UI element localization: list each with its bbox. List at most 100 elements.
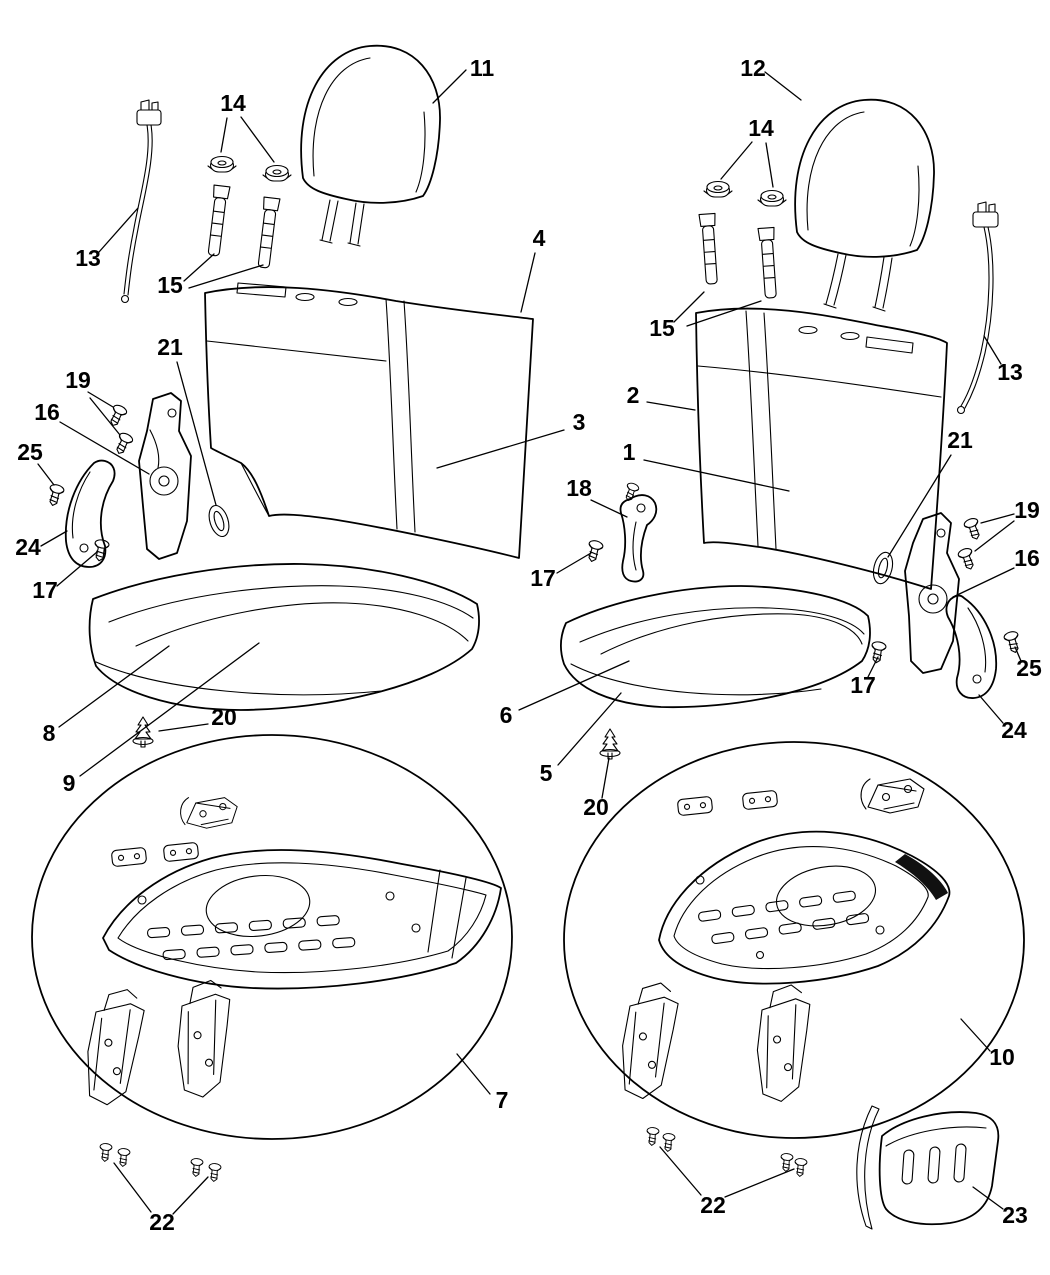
leader-line-22 [724, 1168, 795, 1198]
callout-21-6: 21 [157, 334, 183, 360]
callout-20-33: 20 [583, 794, 609, 820]
callout-14-2: 14 [220, 90, 246, 116]
leader-line-14 [720, 141, 753, 180]
cushion-right [559, 585, 871, 709]
callout-14-18: 14 [748, 115, 774, 141]
seatback-latch-cable-left [120, 99, 162, 304]
callout-13-1: 13 [75, 245, 101, 271]
leader-line-14 [765, 142, 774, 188]
leader-line-17 [867, 656, 879, 678]
screws-19-right [956, 516, 984, 572]
leader-line-25 [1014, 646, 1022, 662]
leader-line-12 [764, 71, 802, 101]
leader-line-17 [56, 551, 98, 587]
callout-11-0: 11 [470, 55, 495, 81]
callout-23-36: 23 [1002, 1202, 1028, 1228]
callout-22-16: 22 [149, 1209, 175, 1235]
callout-13-20: 13 [997, 359, 1023, 385]
leader-line-13 [983, 335, 1002, 365]
bracket-18 [619, 481, 658, 583]
seat-pan-left [102, 849, 502, 990]
leader-line-3 [436, 429, 565, 469]
callout-4-4: 4 [533, 225, 546, 251]
headrest-right [794, 98, 935, 312]
callout-16-26: 16 [1014, 545, 1040, 571]
callout-16-8: 16 [34, 399, 60, 425]
leader-line-1 [643, 459, 790, 492]
right-seat-assembly [559, 98, 1025, 1230]
screw-25-right [1002, 629, 1023, 655]
leader-line-22 [659, 1146, 702, 1196]
leader-line-4 [520, 252, 536, 313]
leader-line-15 [673, 291, 705, 323]
callout-24-10: 24 [15, 534, 41, 560]
leader-line-17 [556, 552, 592, 574]
strap-loop-left [204, 502, 234, 540]
leader-line-6 [518, 660, 630, 711]
callout-3-5: 3 [573, 409, 586, 435]
callout-15-3: 15 [157, 272, 183, 298]
leader-line-15 [183, 253, 215, 282]
leader-line-15 [686, 300, 762, 327]
cushion-left [88, 563, 480, 711]
pan-latch-left [180, 797, 238, 829]
screw-17-left [91, 538, 111, 563]
leader-line-8 [58, 645, 170, 728]
seatback-left [204, 282, 534, 559]
pan-ellipse-left [31, 734, 513, 1140]
bracket-23 [856, 1105, 1000, 1230]
leader-line-21 [176, 361, 217, 506]
pan-hinge-plates-right [676, 789, 779, 817]
callout-10-34: 10 [989, 1044, 1015, 1070]
recliner-handle-left [64, 459, 116, 568]
pan-feet-left [84, 978, 236, 1107]
callout-9-13: 9 [63, 770, 76, 796]
leader-line-19 [87, 391, 114, 408]
screws-19-left [105, 402, 135, 457]
callout-2-21: 2 [627, 382, 640, 408]
pushpin-20-right [599, 728, 621, 760]
callout-19-27: 19 [1014, 497, 1040, 523]
seat-pan-group-left [31, 734, 513, 1140]
recliner-handle-right [945, 594, 998, 699]
leader-line-11 [432, 69, 467, 104]
headrest-knobs-left [207, 155, 292, 182]
leader-line-16 [952, 567, 1015, 598]
leader-line-5 [557, 692, 622, 766]
leader-line-22 [113, 1162, 152, 1213]
pan-hinge-plates-left [110, 841, 200, 868]
leader-line-16 [59, 421, 150, 475]
callout-17-30: 17 [850, 672, 876, 698]
leader-line-24 [978, 694, 1004, 724]
callout-15-19: 15 [649, 315, 675, 341]
leader-line-14 [240, 116, 275, 163]
headrest-knobs-right [703, 180, 787, 207]
left-seat-assembly [31, 44, 534, 1183]
seatback-right [695, 307, 948, 590]
leader-line-25 [37, 463, 55, 486]
leader-line-9 [79, 642, 260, 777]
callout-6-31: 6 [500, 702, 513, 728]
leader-line-22 [172, 1176, 209, 1215]
leader-line-2 [646, 401, 696, 411]
leader-line-19 [89, 397, 121, 436]
headrest-sleeves-right [698, 212, 780, 299]
headrest-left [300, 44, 441, 247]
screw-17-mid [584, 538, 605, 564]
leader-line-10 [960, 1018, 991, 1052]
leader-line-23 [972, 1186, 1004, 1210]
callout-25-9: 25 [17, 439, 43, 465]
screws-22-right [645, 1126, 808, 1178]
leader-line-14 [220, 117, 228, 153]
leader-line-20 [601, 757, 610, 799]
callout-7-15: 7 [496, 1087, 509, 1113]
recliner-left [138, 392, 192, 560]
leader-line-19 [974, 520, 1015, 552]
leader-line-15 [188, 264, 264, 289]
callout-25-28: 25 [1016, 655, 1042, 681]
pan-latch-right [860, 778, 925, 814]
callout-20-14: 20 [211, 704, 237, 730]
leader-line-21 [887, 454, 952, 558]
